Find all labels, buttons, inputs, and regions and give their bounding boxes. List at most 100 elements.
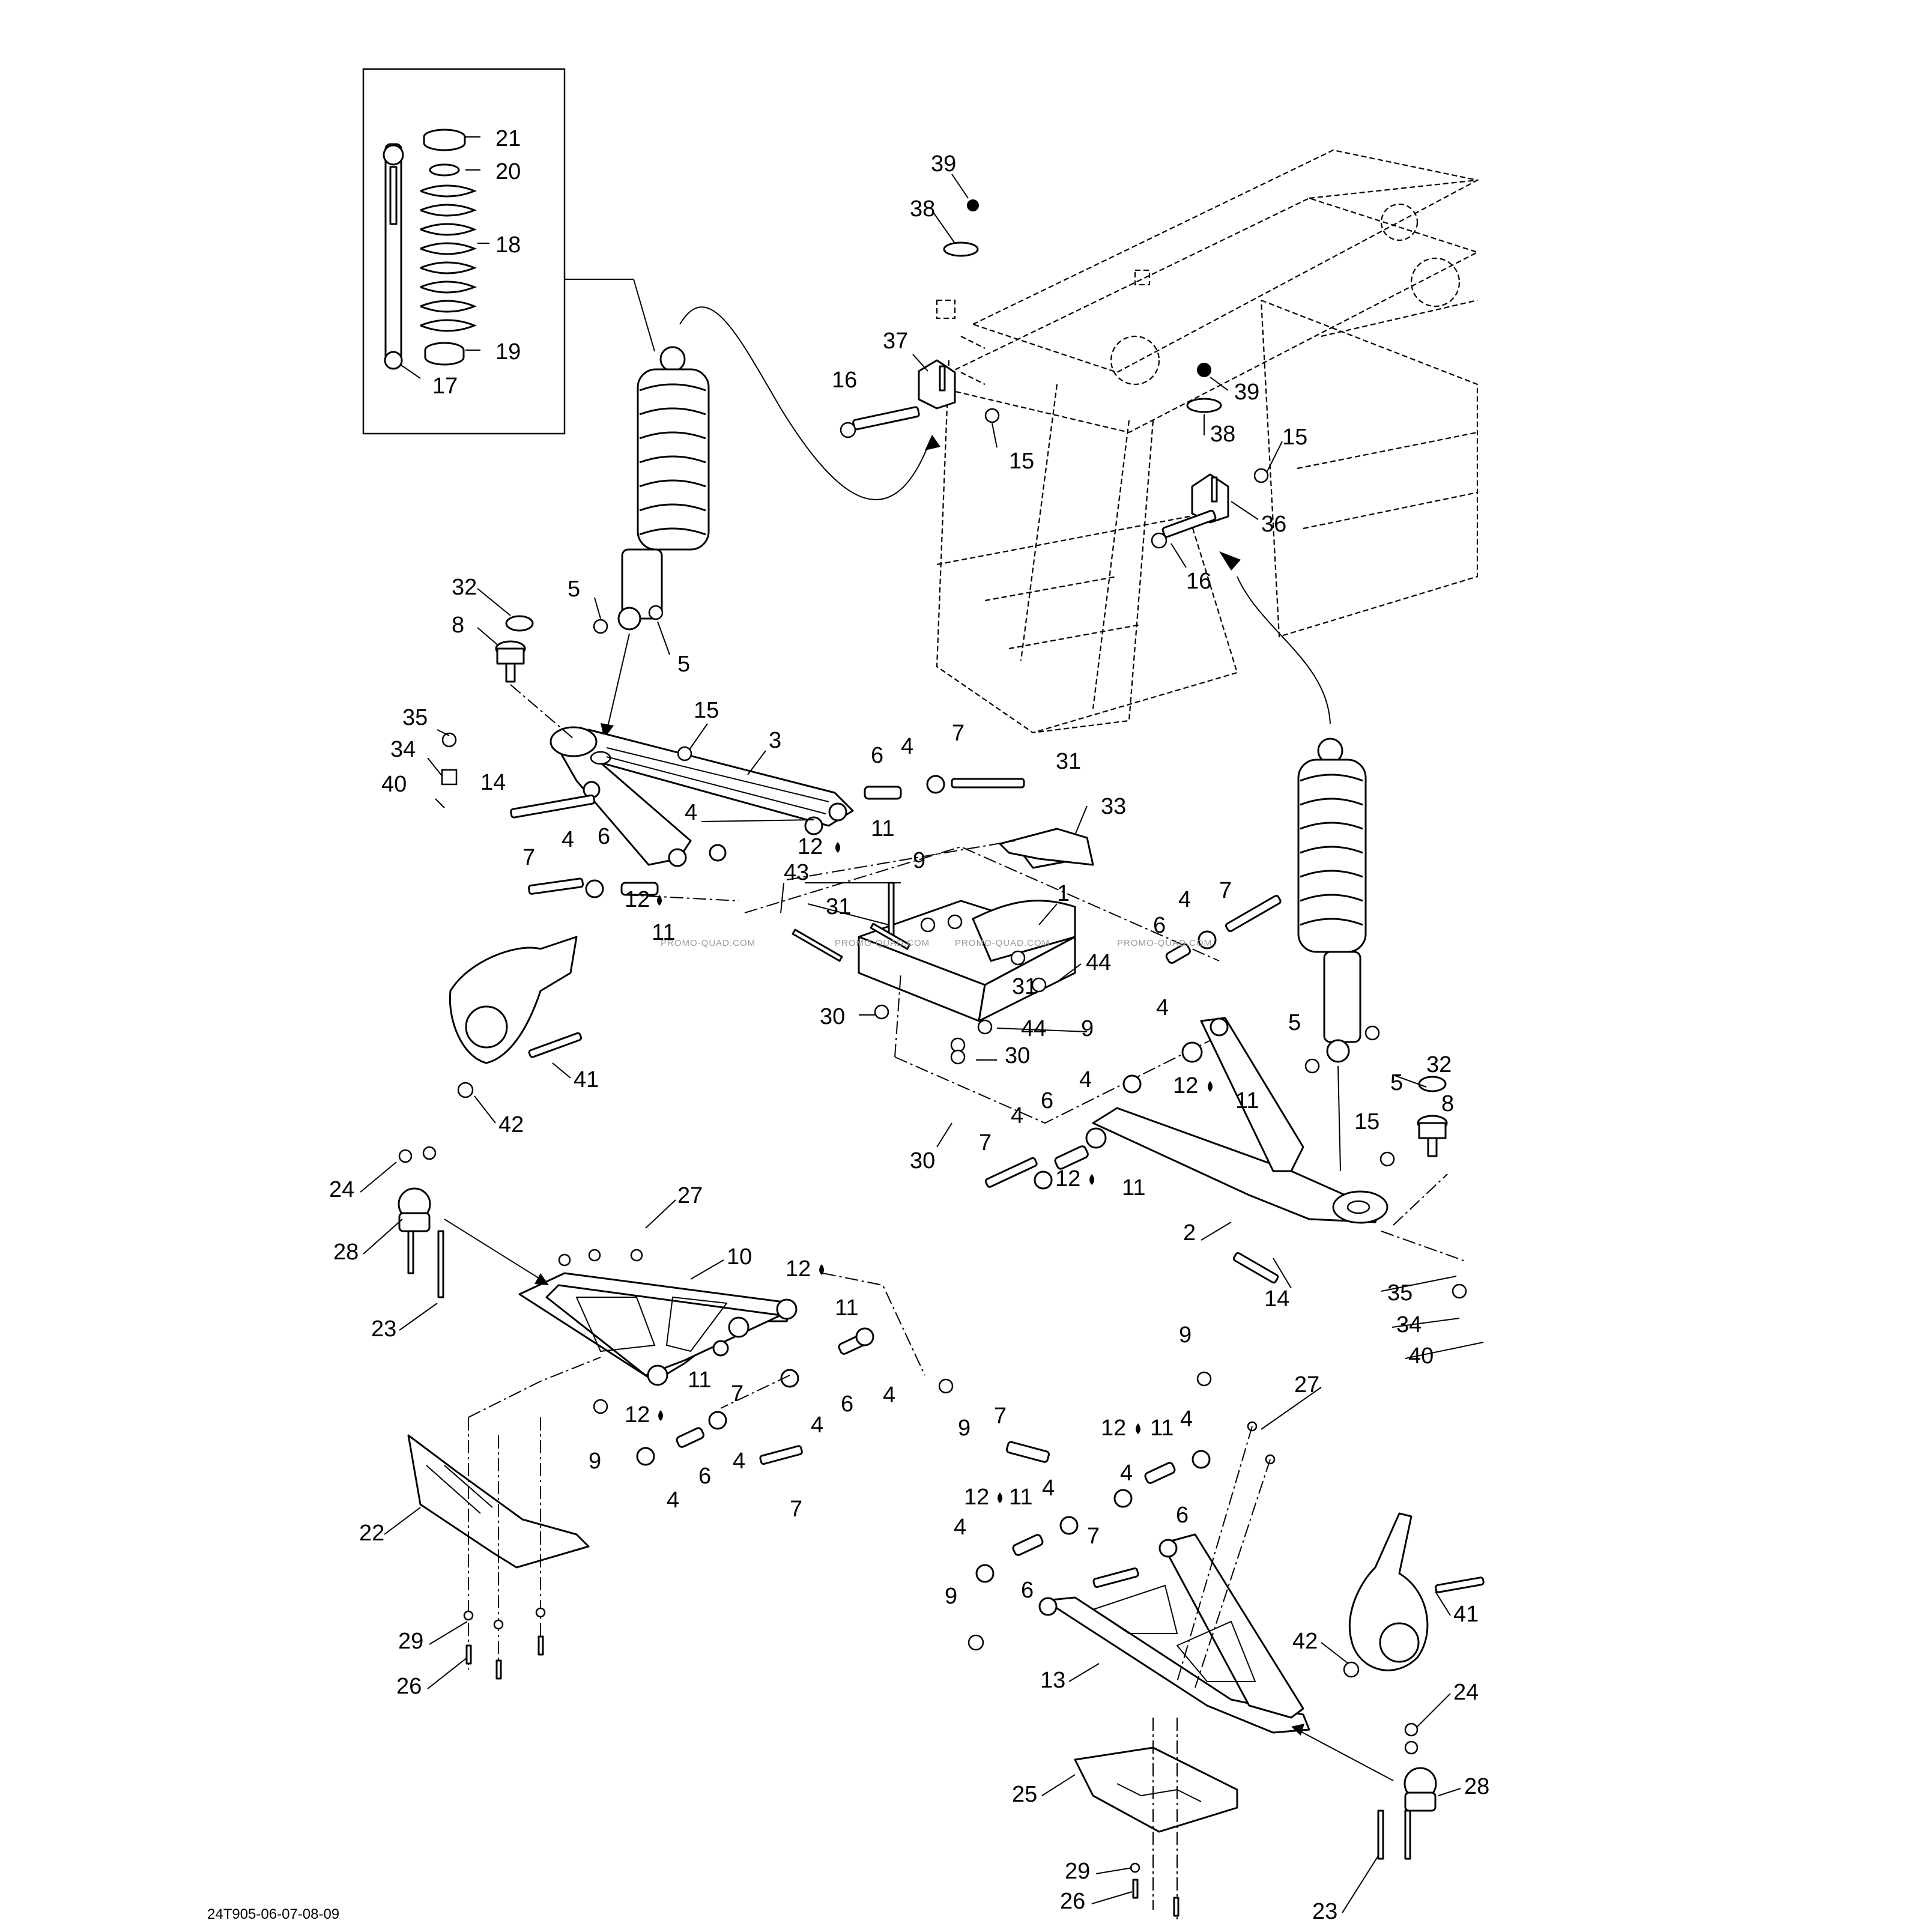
callout-4: 4 bbox=[811, 1413, 823, 1438]
right-shock-assembly bbox=[1297, 737, 1380, 1172]
callout-30: 30 bbox=[820, 1004, 845, 1029]
callout-9: 9 bbox=[913, 848, 925, 873]
callout-4: 4 bbox=[1180, 1407, 1193, 1432]
callout-4: 4 bbox=[1178, 887, 1191, 912]
callout-6: 6 bbox=[871, 743, 883, 768]
callout-40: 40 bbox=[381, 772, 407, 797]
callout-9: 9 bbox=[945, 1584, 957, 1609]
callout-2: 2 bbox=[1183, 1220, 1196, 1246]
ball-joint-left bbox=[495, 615, 574, 739]
callout-40: 40 bbox=[1408, 1343, 1434, 1369]
vehicle-frame-part bbox=[922, 149, 1480, 734]
callout-11: 11 bbox=[1122, 1175, 1145, 1201]
callout-17: 17 bbox=[432, 374, 458, 399]
callout-35: 35 bbox=[1387, 1280, 1413, 1306]
callout-5: 5 bbox=[1390, 1070, 1403, 1095]
callout-3: 3 bbox=[769, 728, 781, 753]
lower-ball-joint-left bbox=[398, 1146, 549, 1298]
callout-42: 42 bbox=[1292, 1629, 1318, 1654]
callout-12: 12 bbox=[798, 834, 823, 859]
callout-12: 12 bbox=[625, 1402, 650, 1428]
callout-31: 31 bbox=[1012, 974, 1037, 999]
callout-41: 41 bbox=[574, 1067, 599, 1092]
callout-31: 31 bbox=[826, 894, 851, 919]
callout-27: 27 bbox=[1294, 1372, 1319, 1398]
callout-4: 4 bbox=[901, 734, 913, 759]
callout-12: 12 bbox=[1101, 1416, 1126, 1441]
callout-19: 19 bbox=[495, 339, 521, 365]
callout-39: 39 bbox=[1234, 380, 1259, 405]
grease-drop-icons bbox=[657, 842, 1213, 1503]
lower-a-arm-left bbox=[518, 1249, 954, 1466]
callout-42: 42 bbox=[498, 1112, 524, 1137]
callout-37: 37 bbox=[883, 329, 908, 354]
callout-14: 14 bbox=[480, 770, 506, 795]
watermark: PROMO-QUAD.COM bbox=[661, 938, 756, 948]
shock-detail-inset bbox=[362, 68, 566, 435]
callout-27: 27 bbox=[677, 1183, 703, 1208]
lower-ball-joint-right bbox=[1291, 1722, 1437, 1860]
callout-4: 4 bbox=[733, 1449, 745, 1474]
callout-9: 9 bbox=[1179, 1322, 1192, 1348]
callout-29: 29 bbox=[398, 1629, 423, 1654]
callout-6: 6 bbox=[598, 824, 610, 849]
callout-15: 15 bbox=[1354, 1109, 1379, 1134]
upper-shock-mount-right bbox=[1151, 363, 1269, 549]
callout-12: 12 bbox=[786, 1256, 811, 1282]
callout-7: 7 bbox=[1219, 878, 1232, 903]
callout-7: 7 bbox=[731, 1381, 743, 1407]
callout-39: 39 bbox=[931, 151, 956, 177]
callout-15: 15 bbox=[1009, 449, 1034, 474]
callout-6: 6 bbox=[1176, 1503, 1189, 1528]
callout-4: 4 bbox=[1011, 1103, 1023, 1128]
callout-labels: 21 20 18 19 17 39 38 37 16 15 39 38 15 3… bbox=[329, 126, 1489, 1924]
leader-lines bbox=[360, 174, 1484, 1913]
callout-26: 26 bbox=[396, 1674, 422, 1699]
callout-16: 16 bbox=[832, 368, 857, 393]
callout-9: 9 bbox=[958, 1416, 971, 1441]
callout-4: 4 bbox=[1079, 1067, 1092, 1092]
steering-knuckle-left bbox=[449, 936, 583, 1098]
callout-4: 4 bbox=[1156, 995, 1169, 1020]
callout-26: 26 bbox=[1060, 1889, 1085, 1914]
callout-11: 11 bbox=[1009, 1485, 1032, 1510]
callout-33: 33 bbox=[1101, 794, 1126, 819]
watermark: PROMO-QUAD.COM bbox=[955, 938, 1050, 948]
callout-4: 4 bbox=[883, 1382, 895, 1408]
callout-15: 15 bbox=[1282, 425, 1307, 450]
callout-6: 6 bbox=[1041, 1088, 1053, 1113]
callout-24: 24 bbox=[1453, 1680, 1479, 1705]
callout-11: 11 bbox=[1150, 1416, 1173, 1441]
callout-11: 11 bbox=[1235, 1088, 1259, 1113]
callout-21: 21 bbox=[495, 126, 521, 151]
skid-plate-left bbox=[407, 1357, 601, 1680]
skid-plate-right bbox=[1074, 1718, 1238, 1922]
callout-6: 6 bbox=[841, 1391, 853, 1417]
callout-7: 7 bbox=[790, 1497, 802, 1522]
callout-4: 4 bbox=[954, 1515, 966, 1540]
callout-23: 23 bbox=[1312, 1899, 1337, 1924]
callout-23: 23 bbox=[371, 1316, 396, 1342]
diagram-reference-code: 24T905-06-07-08-09 bbox=[207, 1906, 339, 1922]
upper-a-arm-left bbox=[435, 726, 1025, 898]
callout-36: 36 bbox=[1261, 512, 1286, 537]
callout-11: 11 bbox=[835, 1295, 858, 1321]
callout-12: 12 bbox=[625, 887, 650, 912]
callout-18: 18 bbox=[495, 232, 521, 258]
callout-7: 7 bbox=[994, 1404, 1007, 1429]
watermark: PROMO-QUAD.COM bbox=[1117, 938, 1212, 948]
callout-25: 25 bbox=[1012, 1782, 1037, 1807]
center-frame-bracket bbox=[792, 834, 1082, 1065]
upper-a-arm-right bbox=[984, 894, 1467, 1299]
callout-6: 6 bbox=[698, 1464, 711, 1489]
callout-5: 5 bbox=[1288, 1010, 1301, 1035]
callout-14: 14 bbox=[1264, 1286, 1289, 1312]
callout-12: 12 bbox=[964, 1485, 989, 1510]
callout-7: 7 bbox=[1087, 1524, 1100, 1549]
callout-41: 41 bbox=[1453, 1602, 1479, 1627]
callout-30: 30 bbox=[1005, 1043, 1030, 1068]
callout-9: 9 bbox=[1081, 1016, 1094, 1041]
callout-22: 22 bbox=[359, 1521, 384, 1546]
callout-8: 8 bbox=[452, 613, 464, 638]
callout-6: 6 bbox=[1153, 913, 1166, 938]
